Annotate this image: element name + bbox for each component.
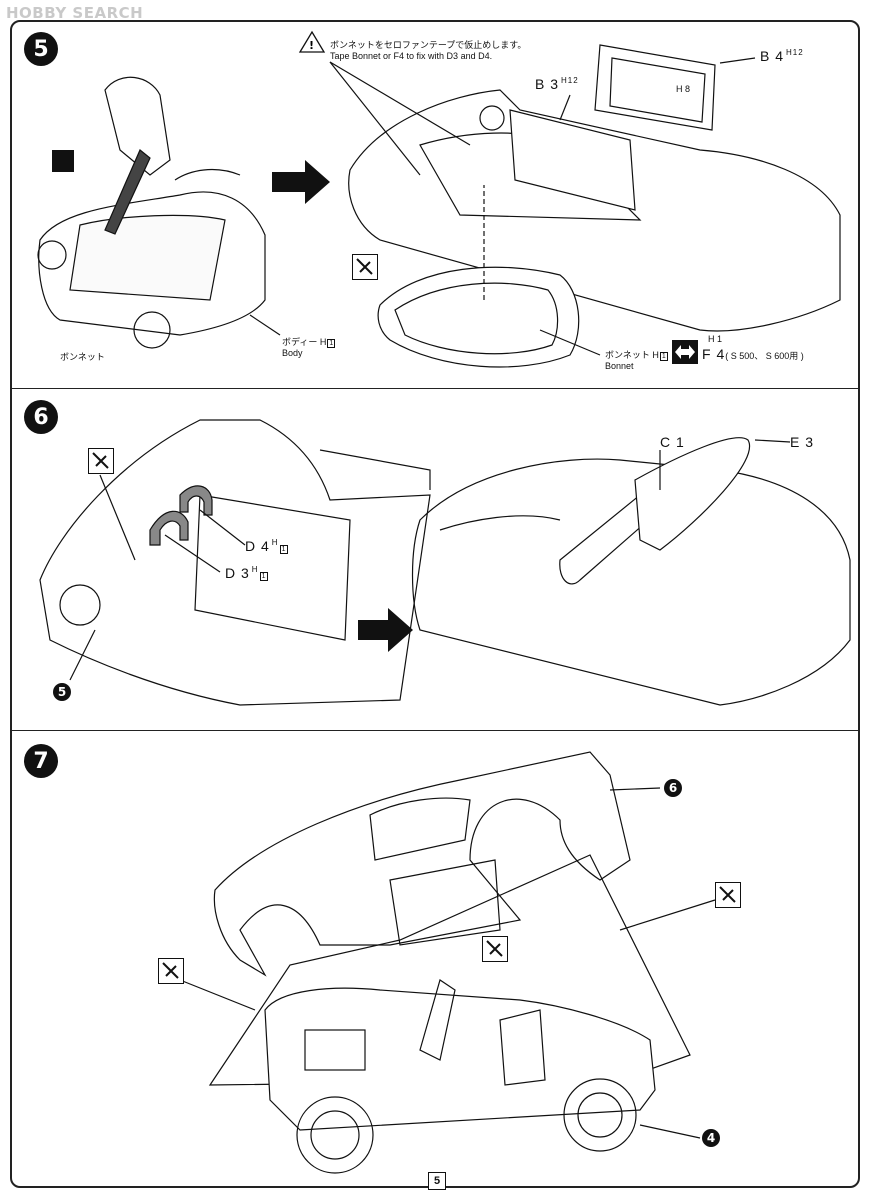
label-bonnet2-en: Bonnet [605, 361, 634, 371]
knife-icon [52, 150, 74, 172]
page-number: 5 [428, 1172, 446, 1190]
cement-icon [715, 882, 741, 908]
label-body-en: Body [282, 348, 303, 358]
step-number-5: 5 [24, 32, 58, 66]
ref-step-6: 6 [664, 779, 682, 797]
reverse-arrows-icon [672, 340, 698, 364]
watermark: HOBBY SEARCH [6, 4, 144, 22]
ref-step-5: 5 [53, 683, 71, 701]
section-divider [12, 388, 858, 389]
step-number-7: 7 [24, 744, 58, 778]
label-h1: H 1 [708, 334, 723, 344]
ref-step-4: 4 [702, 1129, 720, 1147]
label-c1: C 1 [660, 434, 685, 450]
label-h8: H 8 [676, 84, 691, 94]
cement-icon [352, 254, 378, 280]
label-f4: F 4( S 500、 S 600用 ) [702, 346, 804, 362]
label-bonnet-jp: ボンネット [60, 352, 105, 362]
svg-text:!: ! [309, 39, 314, 52]
step-number-6: 6 [24, 400, 58, 434]
step5-note-en: Tape Bonnet or F4 to fix with D3 and D4. [330, 51, 493, 61]
arrow-right-icon [272, 160, 330, 204]
cement-icon [482, 936, 508, 962]
cement-icon [158, 958, 184, 984]
label-e3: E 3 [790, 434, 815, 450]
step5-note-jp: ボンネットをセロファンテープで仮止めします。 [330, 40, 527, 50]
section-divider [12, 730, 858, 731]
cement-icon [88, 448, 114, 474]
